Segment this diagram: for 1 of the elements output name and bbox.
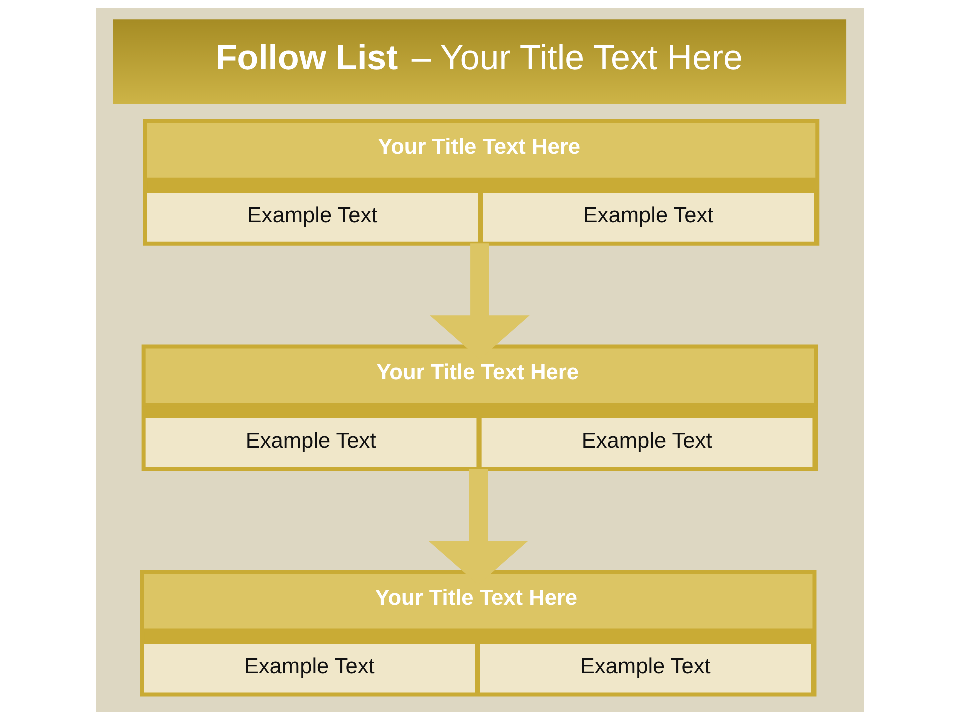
diagram-title: Follow List – Your Title Text Here bbox=[216, 38, 743, 78]
